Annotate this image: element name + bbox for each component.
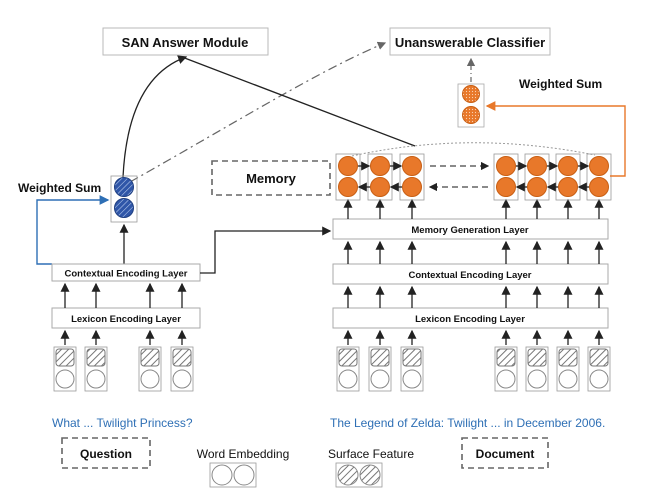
arrow-to-san [122,55,188,178]
memory-to-san-line [181,56,416,147]
document-token-7 [587,346,611,392]
legend-word-embedding-label: Word Embedding [197,447,290,461]
d-lexicon-label: Lexicon Encoding Layer [415,314,525,325]
memory-nodes [335,153,612,201]
d-lexicon-layer: Lexicon Encoding Layer [332,307,609,329]
q-arrows-tokens-lex [60,329,187,345]
memory-box: Memory [211,160,331,196]
d-contextual-layer: Contextual Encoding Layer [332,263,609,285]
memory-node-2 [367,153,393,201]
legend-surface-feature-label: Surface Feature [328,447,414,461]
document-token-1 [336,346,360,392]
orange-feedback-arrow [485,101,626,177]
question-text: What ... Twilight Princess? [52,416,193,430]
question-summary-nodes [110,175,138,223]
d-contextual-label: Contextual Encoding Layer [409,270,532,281]
weighted-sum-left-label: Weighted Sum [18,181,101,195]
memory-node-1 [335,153,361,201]
legend-question: Question [61,437,151,469]
document-layer-arrows [343,198,604,345]
document-token-5 [525,346,549,392]
d-memory-gen-label: Memory Generation Layer [411,225,529,236]
legend-word-embedding-icon [209,462,257,488]
memory-node-5 [524,153,550,201]
arrow-to-classifier [129,41,387,183]
memory-node-7 [586,153,612,201]
document-token-6 [556,346,580,392]
san-answer-module: SAN Answer Module [102,27,269,56]
unanswerable-classifier-label: Unanswerable Classifier [395,35,545,50]
legend-document-label: Document [476,447,535,461]
unanswerable-classifier: Unanswerable Classifier [389,27,551,56]
document-token-3 [400,346,424,392]
q-to-memory-gen-arrow [200,226,332,274]
question-token-4 [170,346,194,392]
memory-label: Memory [246,171,297,186]
q-lexicon-layer: Lexicon Encoding Layer [51,307,201,329]
q-arrows-lex-ctx [60,282,187,308]
document-token-4 [494,346,518,392]
document-summary-nodes [457,83,485,128]
question-token-3 [138,346,162,392]
legend-document: Document [461,437,549,469]
legend-question-label: Question [80,447,132,461]
question-token-inputs [53,346,194,392]
document-token-2 [368,346,392,392]
document-text: The Legend of Zelda: Twilight ... in Dec… [330,416,605,430]
memory-dashed-links [428,161,490,192]
legend-surface-feature-icon [335,462,383,488]
question-token-2 [84,346,108,392]
blue-feedback-arrow [36,195,110,265]
memory-node-4 [493,153,519,201]
q-contextual-label: Contextual Encoding Layer [65,269,188,280]
san-answer-module-label: SAN Answer Module [122,35,249,50]
memory-node-6 [555,153,581,201]
memory-attention-curve [351,142,596,157]
document-token-inputs [336,346,611,392]
weighted-sum-right-label: Weighted Sum [519,77,602,91]
d-memory-gen-layer: Memory Generation Layer [332,218,609,240]
question-token-1 [53,346,77,392]
q-contextual-layer: Contextual Encoding Layer [51,263,201,282]
memory-node-3 [399,153,425,201]
q-lexicon-label: Lexicon Encoding Layer [71,314,181,325]
